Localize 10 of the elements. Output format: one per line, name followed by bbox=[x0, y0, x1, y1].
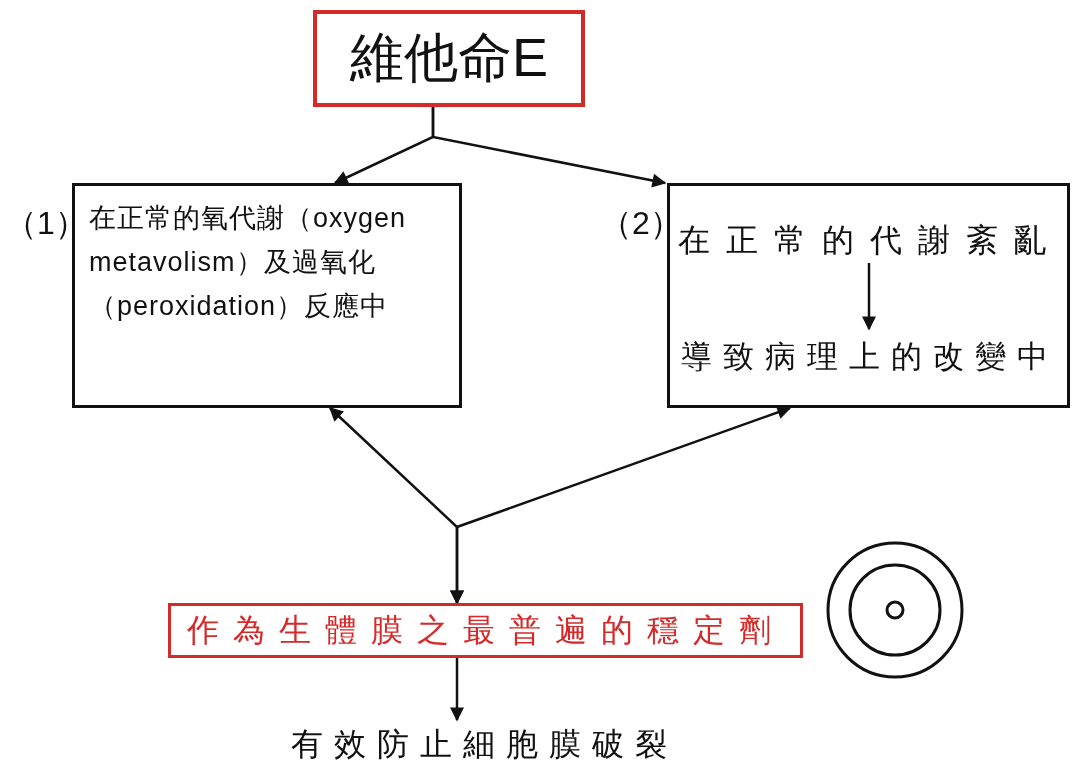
outcome-text: 有效防止細胞膜破裂 bbox=[258, 720, 710, 769]
title-box: 維他命E bbox=[313, 10, 585, 107]
step-text: 導致病理上的改變中 bbox=[672, 332, 1068, 382]
result-box: 作為生體膜之最普遍的穩定劑 bbox=[168, 603, 803, 658]
step-text: 在正常的代謝紊亂 bbox=[678, 216, 1062, 266]
process-box: 在正常的氧代謝（oxygen metavolism）及過氧化（peroxidation）反應中 bbox=[72, 183, 462, 408]
arrow bbox=[450, 658, 464, 722]
arrow bbox=[450, 405, 792, 605]
arrow bbox=[431, 107, 667, 188]
arrow bbox=[862, 263, 876, 331]
